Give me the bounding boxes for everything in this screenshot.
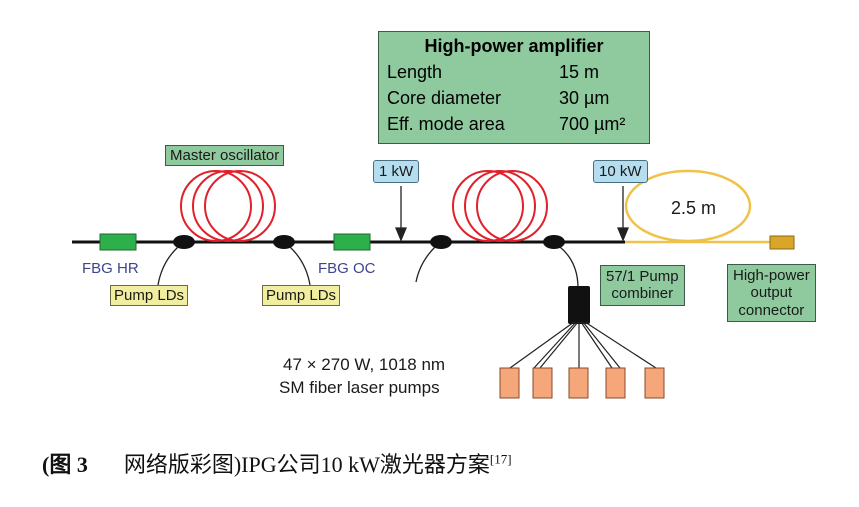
amplifier-spec-box: High-power amplifier Length 15 m Core dia…	[378, 31, 650, 144]
figure-number: (图 3	[42, 452, 88, 477]
pump-lead-2	[289, 246, 311, 286]
power-label-10kw: 10 kW	[593, 160, 648, 184]
output-connector-label: High-power output connector	[727, 264, 816, 322]
master-oscillator-label: Master oscillator	[165, 145, 285, 167]
pump-combiner-line: 57/1 Pump	[606, 268, 679, 285]
pump-lead-1	[157, 246, 179, 286]
fbg-hr-icon	[99, 233, 137, 251]
pump-lead-3	[415, 246, 436, 283]
pump-combiner-line: combiner	[611, 285, 674, 303]
fbg-oc-label: FBG OC	[318, 260, 376, 277]
pumps-spec-line-2: SM fiber laser pumps	[279, 378, 440, 397]
spec-value: 15 m	[559, 62, 600, 82]
oscillator-coil	[180, 170, 276, 242]
pump-lds-label-2: Pump LDs	[262, 285, 341, 307]
amplifier-coil	[452, 170, 548, 242]
spec-value: 700 µm²	[559, 114, 626, 134]
spec-row: Eff. mode area 700 µm²	[387, 111, 641, 137]
pump-lead-4	[559, 246, 579, 289]
spec-label: Eff. mode area	[387, 114, 505, 134]
amplifier-title: High-power amplifier	[424, 36, 604, 56]
fbg-hr-label: FBG HR	[82, 260, 139, 277]
pump-coupler-3	[430, 235, 452, 249]
arrow-1kw	[395, 186, 407, 242]
delivery-length-label: 2.5 m	[671, 198, 717, 218]
spec-label: Length	[387, 62, 443, 82]
spec-row: Length 15 m	[387, 59, 641, 85]
power-label-1kw: 1 kW	[373, 160, 420, 184]
output-connector-icon	[769, 235, 795, 250]
delivery-fiber-loop	[624, 169, 752, 243]
pumps-spec-line-1: 47 × 270 W, 1018 nm	[283, 355, 446, 374]
spec-value: 30 µm	[559, 88, 610, 108]
pump-lds-label-1: Pump LDs	[110, 285, 189, 307]
pump-modules	[499, 367, 665, 399]
output-connector-line: connector	[738, 301, 805, 319]
output-connector-line: output	[750, 284, 793, 302]
caption-reference: [17]	[489, 451, 512, 467]
pump-coupler-4	[543, 235, 565, 249]
arrow-10kw	[617, 186, 629, 242]
pump-coupler-2	[273, 235, 295, 249]
figure-caption: (图 3 网络版彩图)IPG公司10 kW激光器方案[17]	[42, 447, 512, 479]
spec-label: Core diameter	[387, 88, 502, 108]
pump-coupler-1	[173, 235, 195, 249]
pump-combiner-icon	[568, 286, 590, 324]
output-connector-line: High-power	[733, 267, 810, 284]
fbg-oc-icon	[333, 233, 371, 251]
caption-text: 网络版彩图)IPG公司10 kW激光器方案	[123, 452, 490, 477]
pump-combiner-label: 57/1 Pump combiner	[600, 265, 685, 306]
spec-row: Core diameter 30 µm	[387, 85, 641, 111]
pump-fibers	[509, 321, 657, 369]
